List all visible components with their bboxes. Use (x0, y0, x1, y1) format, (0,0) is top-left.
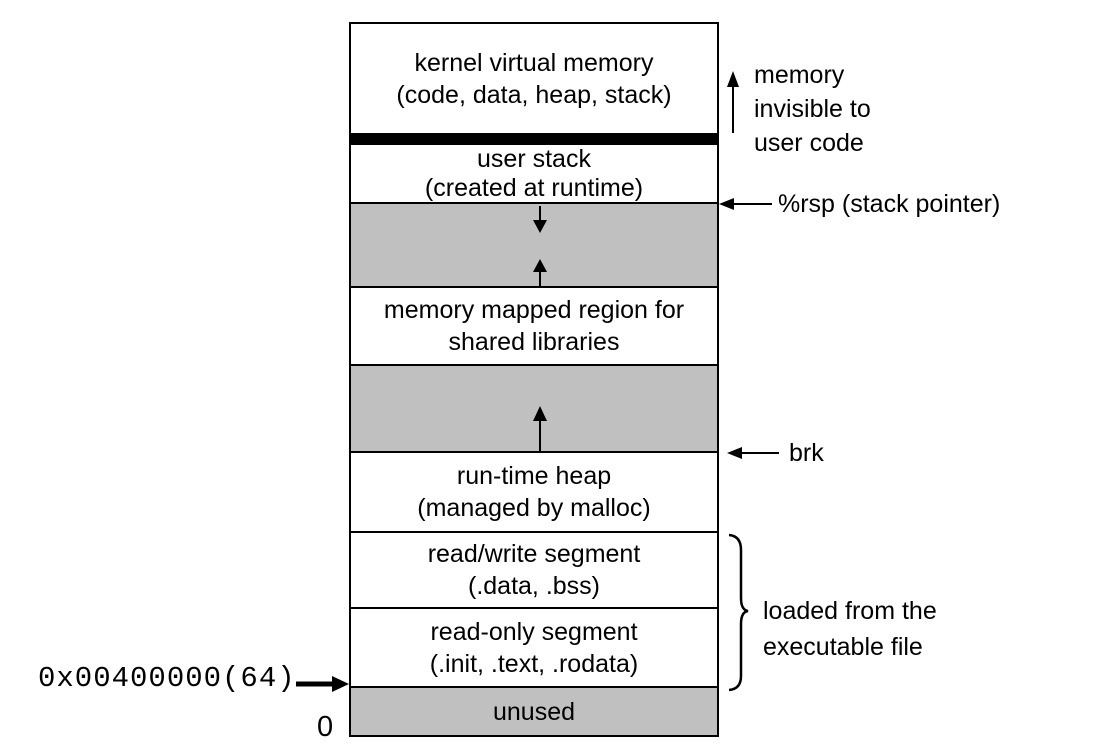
base-address-arrow (296, 676, 349, 692)
rsp-pointer-arrow (719, 198, 772, 210)
segment-label-line: read/write segment (427, 540, 641, 568)
segment-label-line: (.init, .text, .rodata) (429, 649, 639, 678)
segment-unused: unused (351, 688, 717, 735)
segment-label-line: shared libraries (448, 328, 620, 356)
brk-pointer-arrow (727, 447, 779, 459)
segment-label-line: (.data, .bss) (468, 572, 600, 600)
segment-label-line: (code, data, heap, stack) (396, 80, 672, 109)
segment-label-line: read-only segment (430, 617, 638, 646)
memory-column: kernel virtual memory (code, data, heap,… (349, 22, 719, 737)
segment-label-line: memory mapped region for (383, 296, 685, 324)
segment-read-only: read-only segment (.init, .text, .rodata… (351, 609, 717, 688)
annotation-line: invisible to (754, 95, 871, 123)
kernel-boundary-bar (351, 133, 717, 145)
executable-segments-brace (728, 533, 749, 692)
segment-label-line: run-time heap (456, 462, 612, 490)
stack-growth-gap-region (351, 204, 717, 288)
annotation-base-address: 0x00400000(64) (38, 662, 296, 695)
annotation-line: executable file (763, 633, 923, 661)
annotation-line: user code (754, 129, 864, 157)
segment-read-write: read/write segment (.data, .bss) (351, 533, 717, 609)
annotation-loaded-from-executable: loaded from the executable file (763, 593, 937, 665)
annotation-rsp-label: %rsp (stack pointer) (778, 190, 1001, 218)
segment-label-line: user stack (477, 144, 591, 173)
annotation-line: memory (754, 61, 845, 89)
segment-kernel-virtual-memory: kernel virtual memory (code, data, heap,… (351, 24, 717, 133)
heap-growth-gap-region (351, 366, 717, 453)
annotation-brk-label: brk (789, 439, 824, 467)
segment-memory-mapped-region: memory mapped region for shared librarie… (351, 288, 717, 366)
kernel-invisible-up-arrow (727, 71, 739, 133)
segment-label-line: (created at runtime) (424, 173, 644, 202)
segment-label-line: kernel virtual memory (414, 48, 654, 77)
annotation-memory-invisible: memory invisible to user code (754, 58, 871, 160)
segment-label-line: unused (492, 697, 576, 726)
annotation-zero-address: 0 (317, 711, 334, 743)
annotation-line: loaded from the (763, 597, 937, 625)
segment-user-stack: user stack (created at runtime) (351, 145, 717, 204)
segment-runtime-heap: run-time heap (managed by malloc) (351, 453, 717, 533)
segment-label-line: (managed by malloc) (417, 494, 651, 522)
